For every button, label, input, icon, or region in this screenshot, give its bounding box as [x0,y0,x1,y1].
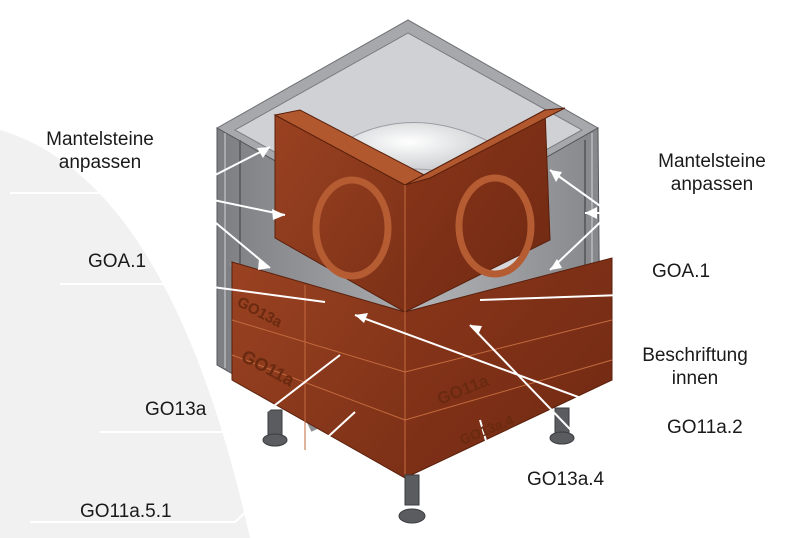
label-go13a: GO13a [145,399,207,420]
brick-lower-right [404,185,613,479]
label-beschriftung-line2: innen [671,368,719,389]
label-beschriftung-line1: Beschriftung [642,345,748,366]
label-mantelsteine-left-line1: Mantelsteine [46,129,154,150]
label-go11a-2: GO11a.2 [667,417,743,438]
label-goa-left: GOA.1 [88,251,147,272]
label-mantelsteine-right-line1: Mantelsteine [658,151,766,172]
label-goa-right: GOA.1 [652,261,711,282]
leader-lines [10,146,780,525]
label-mantelsteine-left-line2: anpassen [58,152,142,173]
leader-arrowheads [257,147,597,335]
label-mantelsteine-left: Mantelsteine anpassen [30,128,170,174]
label-go13a-4: GO13a.4 [527,469,605,490]
label-mantelsteine-right: Mantelsteine anpassen [642,150,782,196]
brick-upper-right [404,107,566,313]
label-go11a-5-1: GO11a.5.1 [80,501,172,522]
background-arc [0,130,250,538]
label-beschriftung: Beschriftung innen [625,344,765,390]
label-mantelsteine-right-line2: anpassen [670,174,754,195]
